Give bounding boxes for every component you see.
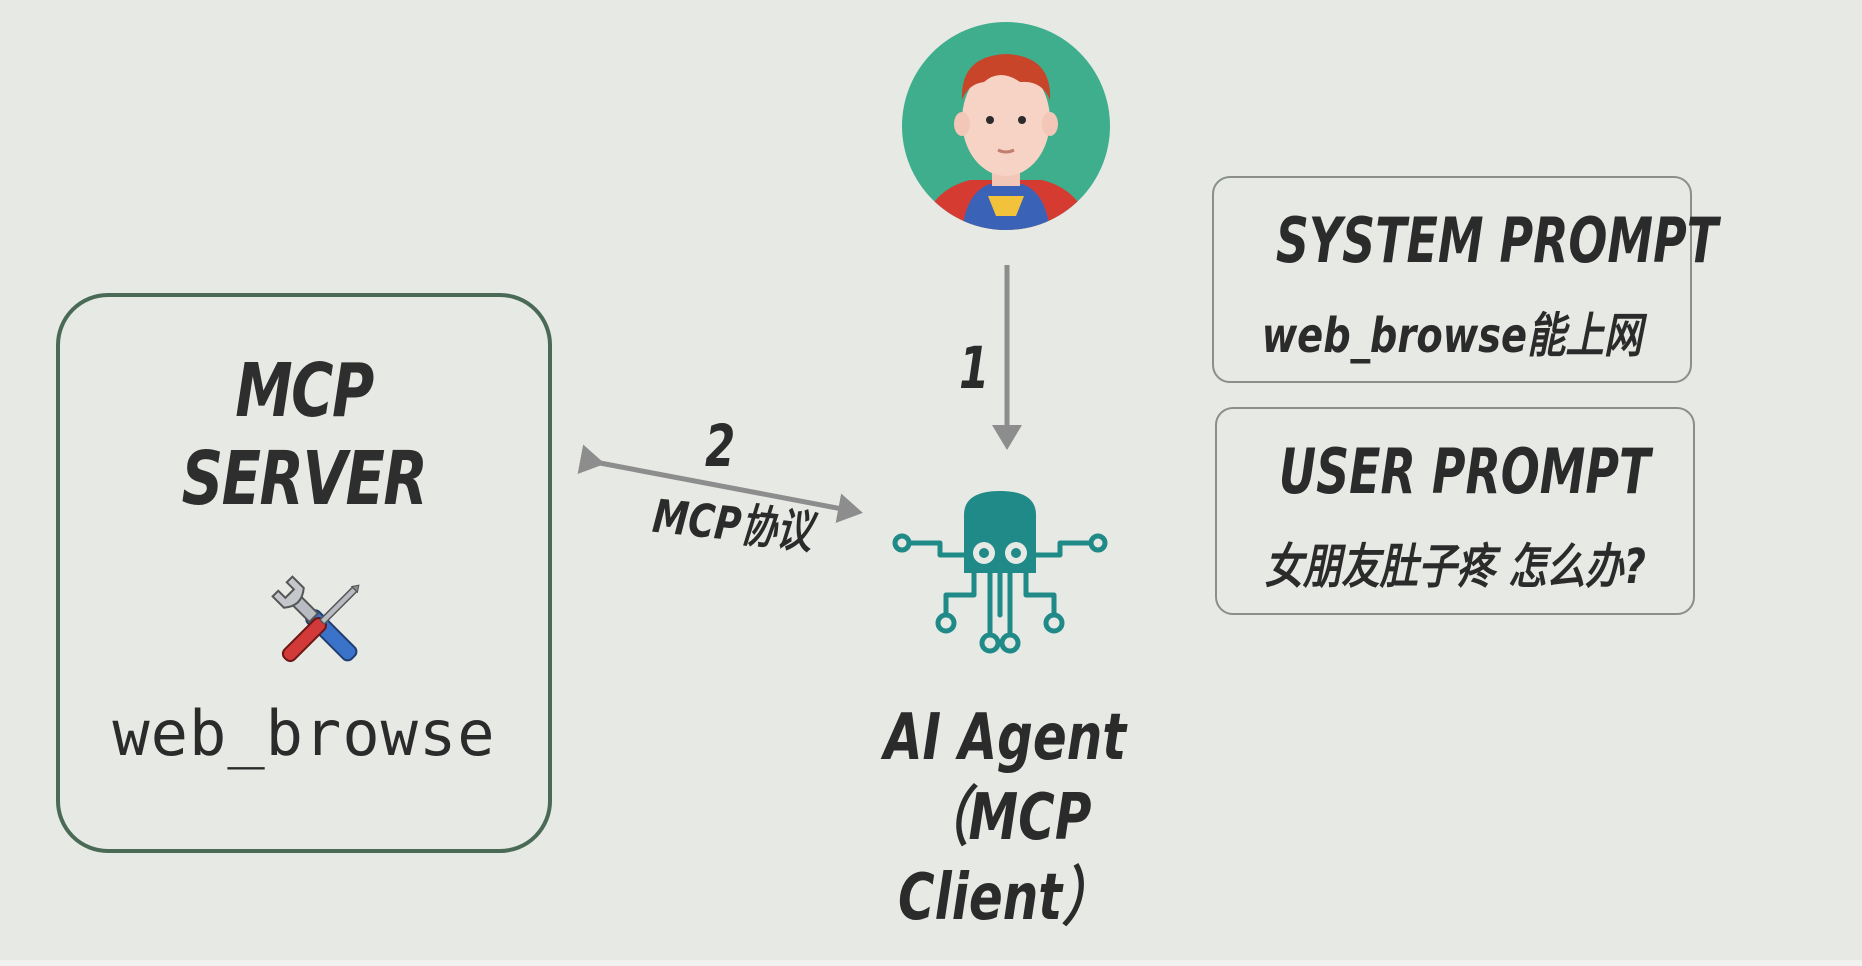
system-prompt-title: SYSTEM PROMPT — [1275, 204, 1718, 277]
tool-name-web-browse: web_browse — [112, 697, 496, 770]
mcp-server-box: MCP SERVER web_browse — [56, 293, 552, 853]
user-prompt-text: 女朋友肚子疼 怎么办? — [1264, 539, 1646, 595]
step-2-label: 2 — [705, 412, 736, 480]
octopus-agent-icon — [892, 491, 1108, 654]
user-prompt-box: USER PROMPT 女朋友肚子疼 怎么办? — [1215, 407, 1695, 615]
bottom-strip — [0, 960, 1862, 966]
server-title-line2: SERVER — [181, 436, 428, 522]
user-prompt-title: USER PROMPT — [1278, 435, 1651, 508]
superhero-avatar-icon — [902, 22, 1110, 230]
step-1-label: 1 — [959, 334, 990, 402]
agent-label: AI Agent （MCP Client） — [845, 698, 1165, 938]
server-title: MCP SERVER — [114, 347, 495, 523]
screwdriver-wrench-icon — [271, 575, 360, 663]
system-prompt-box: SYSTEM PROMPT web_browse能上网 — [1212, 176, 1718, 383]
server-title-line1: MCP — [235, 348, 374, 434]
agent-name: AI Agent — [883, 701, 1127, 775]
system-prompt-text: web_browse能上网 — [1261, 308, 1643, 364]
arrow-agent-server-bidirectional — [577, 444, 863, 524]
agent-role: （MCP Client） — [897, 781, 1113, 935]
